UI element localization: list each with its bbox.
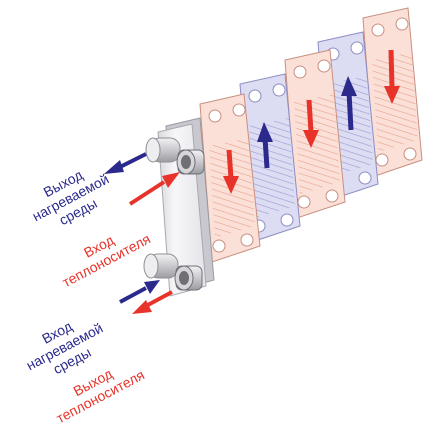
arrow-icon <box>128 172 180 206</box>
pipe-nozzle-icon <box>145 137 181 163</box>
pipe-nozzle-icon <box>176 149 205 175</box>
arrow-icon <box>341 76 357 131</box>
arrow-icon <box>257 122 273 169</box>
arrow-icon <box>303 99 319 148</box>
pipe-nozzle-icon <box>174 265 203 291</box>
arrow-icon <box>223 149 239 194</box>
arrow-icon <box>384 49 400 104</box>
plate-stack <box>199 7 423 263</box>
arrow-icon <box>119 280 160 304</box>
pipe-nozzle-icon <box>143 253 179 279</box>
arrow-icon <box>132 290 173 314</box>
plate-heat-exchanger-diagram <box>104 7 423 314</box>
arrow-icon <box>104 152 147 174</box>
